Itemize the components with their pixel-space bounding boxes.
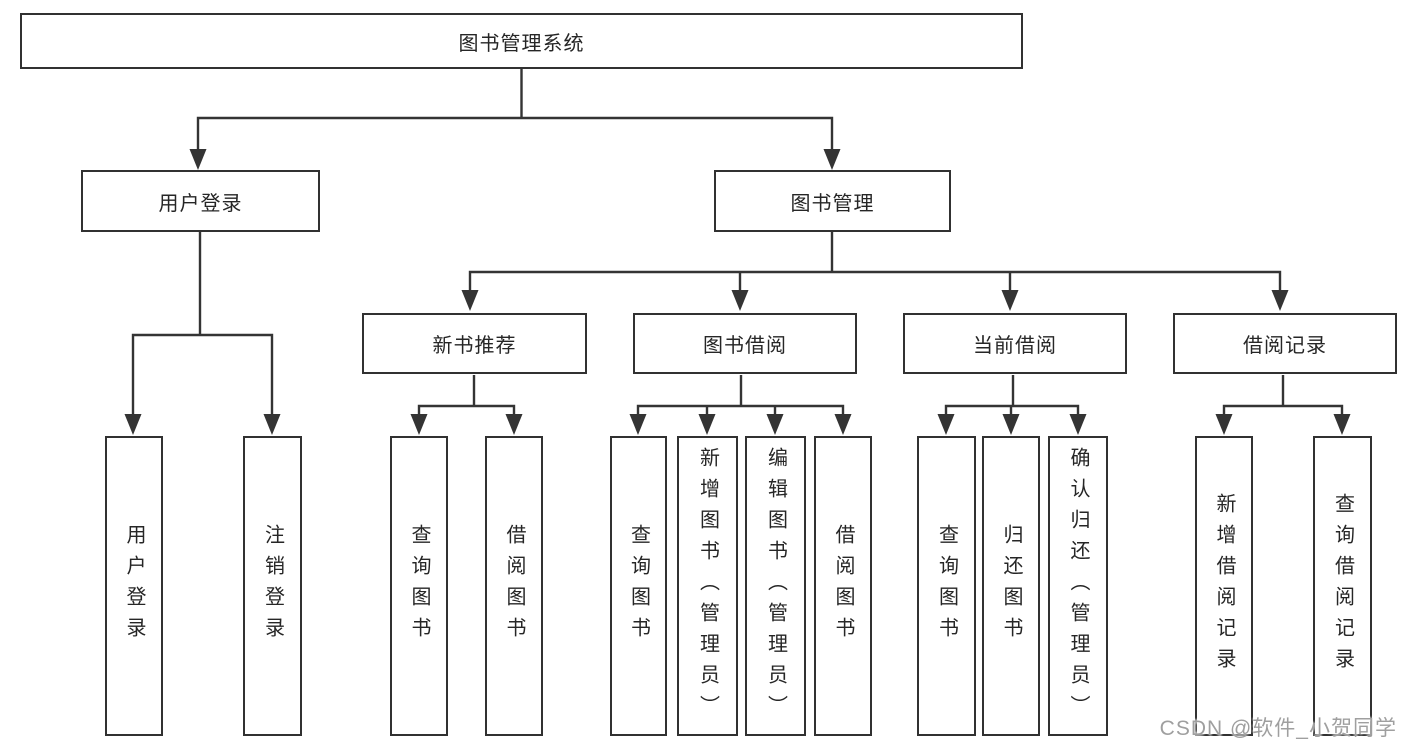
csdn-watermark: CSDN @软件_小贺同学: [1159, 717, 1397, 740]
leaf-add-borrow-record-label: 新增借阅记录: [1213, 493, 1235, 679]
leaf-confirm-return-admin: 确认归还（管理员）: [1048, 436, 1108, 736]
connector-root-to-level2: [189, 69, 841, 170]
leaf-query-books-newbooks: 查询图书: [390, 436, 448, 736]
node-root-label: 图书管理系统: [458, 32, 585, 55]
leaf-borrow-books-borrow-label: 借阅图书: [832, 524, 854, 648]
node-current-borrow: 当前借阅: [903, 313, 1127, 374]
connector-bookmgmt-to-level3: [461, 232, 1289, 311]
leaf-user-login: 用户登录: [105, 436, 163, 736]
node-new-book-recommend-label: 新书推荐: [432, 335, 517, 357]
node-user-login: 用户登录: [81, 170, 320, 232]
leaf-query-borrow-record: 查询借阅记录: [1313, 436, 1372, 736]
connector-newbooks-to-leaves: [410, 375, 523, 435]
leaf-return-book-label: 归还图书: [1000, 524, 1022, 648]
leaf-query-books-borrow: 查询图书: [610, 436, 667, 736]
leaf-borrow-books-newbooks: 借阅图书: [485, 436, 543, 736]
leaf-logout: 注销登录: [243, 436, 302, 736]
leaf-logout-label: 注销登录: [261, 524, 284, 648]
leaf-query-books-current-label: 查询图书: [935, 524, 958, 648]
leaf-query-books-newbooks-label: 查询图书: [408, 524, 430, 648]
node-current-borrow-label: 当前借阅: [973, 335, 1057, 357]
node-new-book-recommend: 新书推荐: [362, 313, 587, 374]
leaf-user-login-label: 用户登录: [123, 524, 145, 648]
leaf-borrow-books-borrow: 借阅图书: [814, 436, 872, 736]
leaf-edit-book-admin: 编辑图书（管理员）: [745, 436, 806, 736]
leaf-confirm-return-admin-label: 确认归还（管理员）: [1067, 446, 1089, 726]
leaf-add-borrow-record: 新增借阅记录: [1195, 436, 1253, 736]
leaf-return-book: 归还图书: [982, 436, 1040, 736]
leaf-add-book-admin-label: 新增图书（管理员）: [696, 446, 719, 726]
connector-currentborrow-to-leaves: [937, 375, 1087, 435]
node-book-borrow: 图书借阅: [633, 313, 857, 374]
connector-userlogin-to-leaves: [124, 232, 281, 435]
node-borrow-records: 借阅记录: [1173, 313, 1397, 374]
leaf-query-borrow-record-label: 查询借阅记录: [1331, 493, 1354, 679]
node-root: 图书管理系统: [20, 13, 1023, 69]
leaf-edit-book-admin-label: 编辑图书（管理员）: [764, 446, 787, 726]
leaf-borrow-books-newbooks-label: 借阅图书: [503, 524, 525, 648]
leaf-add-book-admin: 新增图书（管理员）: [677, 436, 738, 736]
node-user-login-label: 用户登录: [158, 192, 243, 215]
connector-records-to-leaves: [1215, 375, 1351, 435]
leaf-query-books-borrow-label: 查询图书: [627, 524, 650, 648]
node-borrow-records-label: 借阅记录: [1243, 335, 1327, 357]
node-book-borrow-label: 图书借阅: [703, 335, 787, 357]
leaf-query-books-current: 查询图书: [917, 436, 976, 736]
connector-bookborrow-to-leaves: [629, 375, 852, 435]
node-book-management: 图书管理: [714, 170, 951, 232]
node-book-management-label: 图书管理: [790, 192, 875, 215]
